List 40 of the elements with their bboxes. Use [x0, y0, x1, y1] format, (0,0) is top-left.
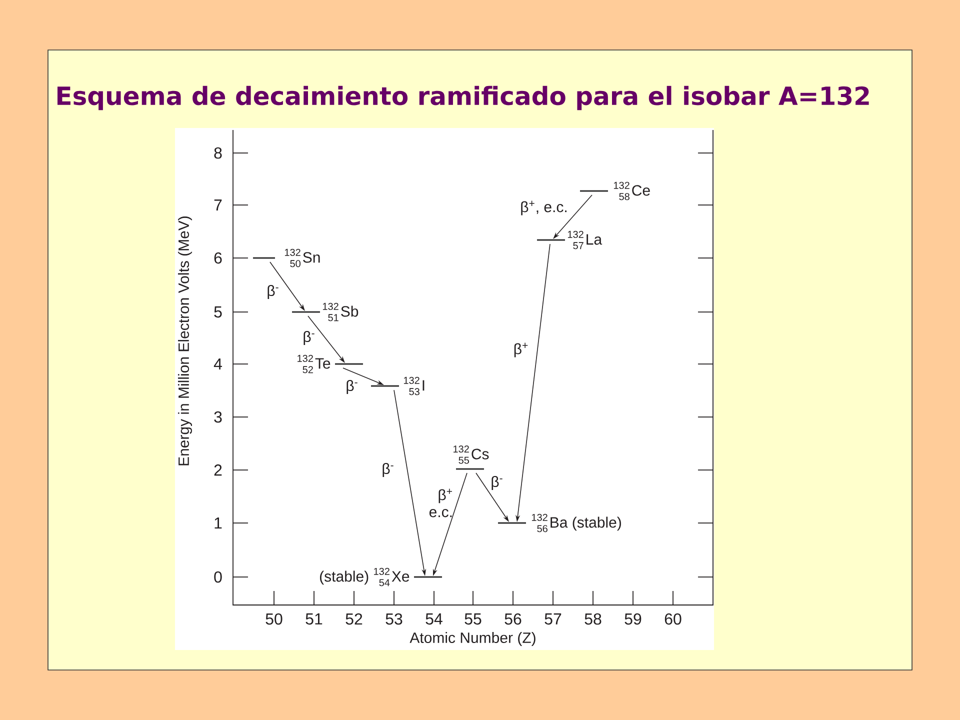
tick-label: 51 — [306, 613, 322, 625]
title: Esquema de decaimiento ramificado para el isobar A=132 — [58, 86, 869, 110]
tick-label: 6 — [214, 252, 222, 264]
edge-label: β$^{-}$ — [492, 476, 502, 490]
edge-label: β$^{+}$ e.c. — [429, 488, 452, 518]
tick-label: 55 — [464, 613, 482, 625]
tick-label: 54 — [426, 613, 442, 625]
tick-label: 50 — [266, 613, 282, 625]
tick-label: 0 — [214, 571, 222, 583]
tick-label: 59 — [624, 613, 642, 625]
edge-label: β$^{+}$ — [514, 342, 528, 358]
tick-label: 1 — [214, 518, 222, 528]
tick-label: 5 — [214, 306, 222, 318]
edge-label: β$^{+}$, e.c. — [521, 200, 566, 216]
tick-label: 2 — [214, 464, 222, 476]
tick-label: 7 — [214, 200, 222, 210]
tick-label: 60 — [664, 613, 682, 625]
edge-label: β$^{-}$ — [304, 331, 314, 345]
tick-label: 4 — [214, 358, 222, 370]
isotope-label: 132$_{50}$Sn — [284, 248, 320, 268]
tick-label: 57 — [544, 613, 562, 625]
tick-label: 8 — [214, 147, 222, 159]
tick-label: 53 — [386, 613, 402, 625]
isotope-label: 132$_{56}$Ba (stable) — [532, 514, 621, 532]
edge-label: β$^{-}$ — [382, 463, 394, 477]
tick-label: 3 — [214, 411, 222, 423]
edge-label: β$^{-}$ — [268, 285, 278, 299]
edge-label: β$^{-}$ — [346, 380, 358, 394]
tick-label: 58 — [584, 613, 602, 625]
isotope-label: 132$_{55}$Cs — [454, 445, 489, 464]
isotope-label: 132$_{51}$Sb — [322, 302, 358, 322]
tick-label: 56 — [504, 613, 522, 625]
isotope-label: 132$_{58}$Ce — [614, 182, 650, 200]
isotope-label: 132$_{52}$Te — [298, 354, 330, 374]
axis-title: Energy in Million Electron Volts (MeV) — [178, 216, 192, 466]
isotope-label: 132$_{53}$I — [404, 376, 424, 396]
isotope-label: 132$_{57}$La — [568, 230, 602, 250]
isotope-label: (stable) $^{132}$$_{54}$Xe — [320, 568, 410, 586]
axis-title: Atomic Number (Z) — [410, 632, 536, 646]
tick-label: 52 — [346, 613, 362, 625]
